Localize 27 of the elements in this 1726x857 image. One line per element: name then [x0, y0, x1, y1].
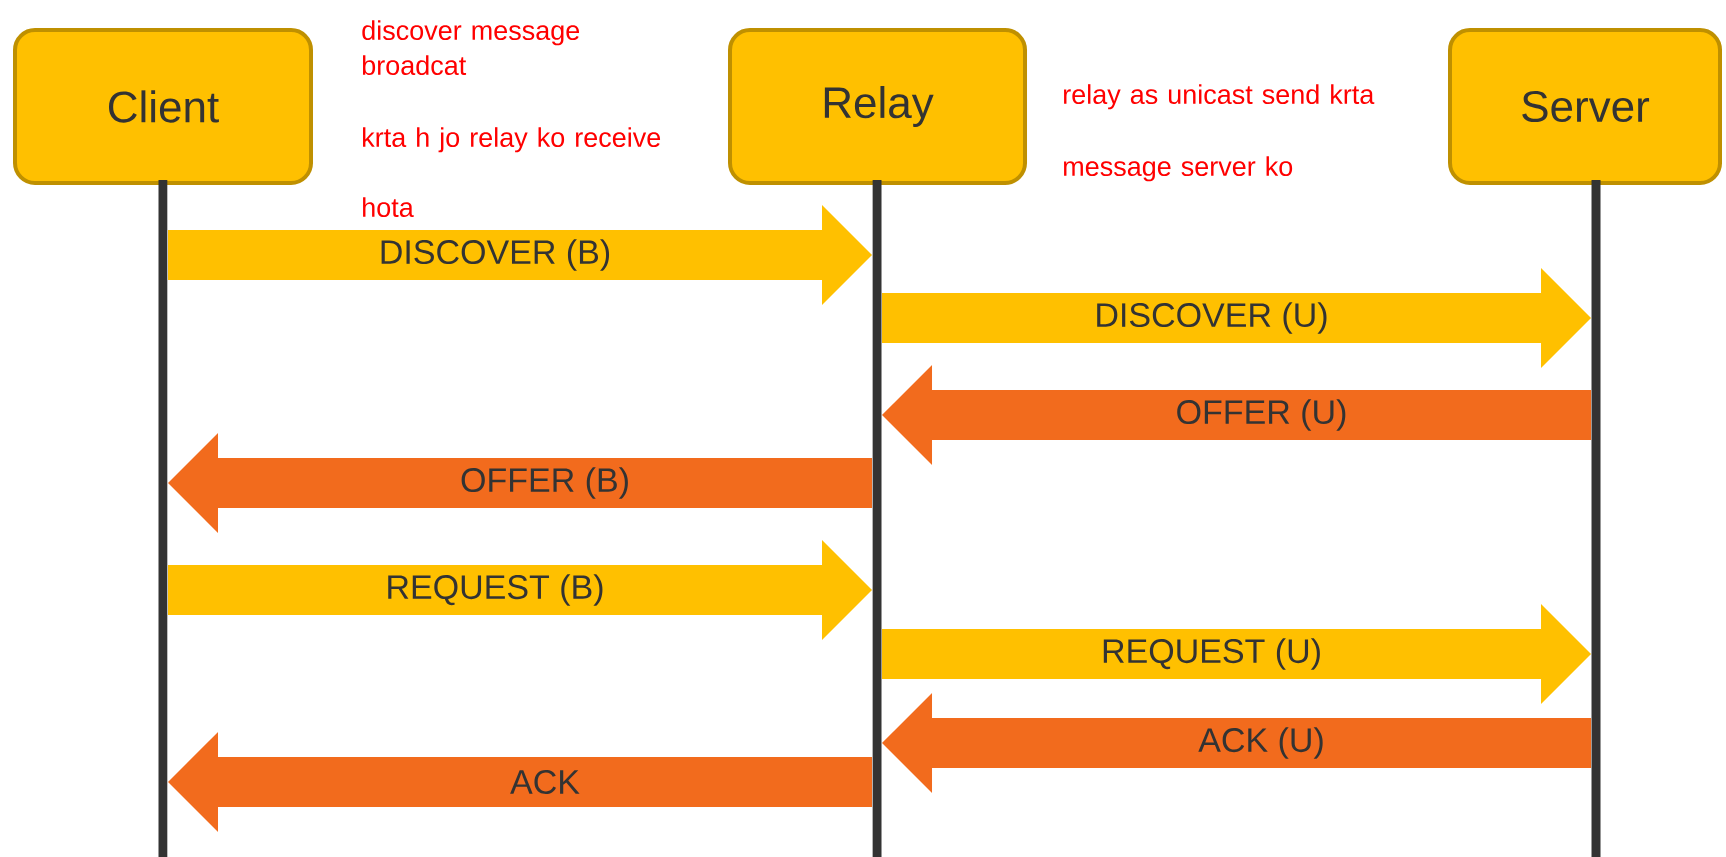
- lifeline: [158, 180, 168, 857]
- participant-box: Server: [1448, 28, 1722, 185]
- lifeline: [1591, 180, 1601, 857]
- participant-box: Client: [13, 28, 313, 185]
- block-arrow: [168, 433, 872, 533]
- participant-box: Relay: [728, 28, 1027, 185]
- edge-label: ACK (U): [1198, 727, 1323, 759]
- edge-label: DISCOVER (U): [1097, 302, 1327, 334]
- edge-label: DISCOVER (B): [381, 239, 610, 271]
- annotation-text: krta h jo relay ko receive: [363, 127, 661, 153]
- block-arrow: [168, 205, 872, 305]
- annotation-text: message server ko: [1064, 156, 1293, 182]
- edge-label: ACK: [510, 769, 580, 795]
- block-arrow: [168, 732, 872, 832]
- edge-label: REQUEST (B): [388, 574, 603, 606]
- annotation-text: discover message broadcat: [362, 20, 580, 75]
- annotation-text: relay as unicast send krta: [1064, 84, 1375, 110]
- edge-label: OFFER (U): [1177, 399, 1346, 431]
- lifeline: [872, 180, 882, 857]
- block-arrow: [882, 693, 1591, 793]
- block-arrow: [882, 268, 1591, 368]
- block-arrow: [168, 540, 872, 640]
- edge-label: REQUEST (U): [1103, 638, 1320, 670]
- block-arrow: [882, 604, 1591, 704]
- block-arrow: [882, 365, 1591, 465]
- edge-label: OFFER (B): [461, 467, 628, 499]
- annotation-text: hota: [363, 197, 414, 217]
